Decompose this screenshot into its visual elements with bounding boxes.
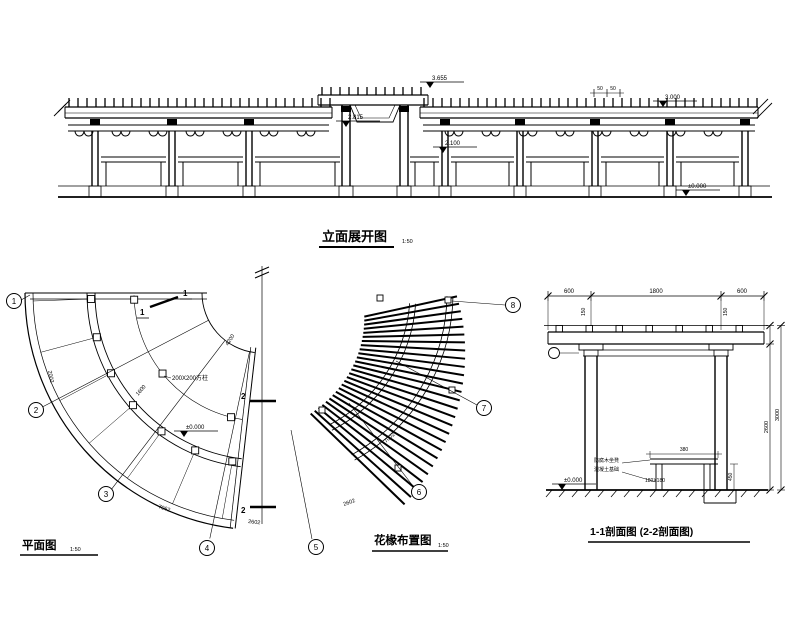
axis-marker-label: 6 — [417, 488, 422, 497]
plan-dim-outer-arc: 2002 — [46, 370, 54, 383]
section-mark-1: 1 — [140, 308, 145, 317]
column-square — [87, 295, 96, 303]
rafter-dim-arc-b: 2602 — [343, 498, 357, 508]
axis-marker-label: 8 — [511, 301, 516, 310]
column-square — [376, 294, 384, 302]
level-gate-beam: 2.815 — [336, 115, 380, 127]
column-square — [157, 427, 166, 436]
column-square — [444, 296, 452, 304]
level-beam-top-label: 3.000 — [665, 95, 681, 101]
axis-marker-7: 7 — [476, 400, 492, 416]
level-beam-bottom-label: 2.100 — [445, 141, 461, 147]
column-square — [227, 413, 235, 422]
rafter-plan-view: 7002 2602 — [290, 294, 506, 540]
section-mark-2: 2 — [241, 392, 246, 401]
plan-title: 平面图 — [22, 538, 57, 552]
rafter-square — [615, 325, 623, 333]
section-dim-top: 600 — [737, 289, 748, 295]
axis-marker-4: 4 — [199, 540, 215, 556]
plan-dim-bottom-arc-b: 2602 — [248, 519, 261, 526]
column-square — [130, 295, 139, 304]
axis-marker-6: 6 — [411, 484, 427, 500]
section-mark-2: 2 — [241, 506, 246, 515]
column-square — [158, 369, 167, 378]
axis-marker-label: 3 — [104, 490, 109, 499]
plan-view: 1 1 2 2 2002 4200 1600 7062 2602 200X200方柱 ±0.000 — [20, 266, 276, 539]
section-dim-post: 150 — [581, 307, 587, 316]
rafter-square — [675, 325, 683, 333]
column-square — [318, 406, 326, 414]
axis-marker-label: 2 — [34, 406, 39, 415]
axis-marker-5: 5 — [308, 539, 324, 555]
section-mark-1: 1 — [183, 289, 188, 298]
plan-level-label: ±0.000 — [186, 425, 205, 431]
axis-marker-1: 1 — [6, 293, 22, 309]
rafter-plan-title-scale: 1:50 — [438, 543, 449, 549]
section-title: 1-1剖面图 (2-2剖面图) — [590, 525, 693, 538]
column-square — [128, 401, 137, 410]
level-gate-top: 3.655 — [420, 76, 464, 88]
drawing-titles: 立面展开图 1:50 平面图 1:50 花椽布置图 1:50 1-1剖面图 (2… — [20, 229, 750, 556]
plan-dim-radial-a: 4200 — [225, 334, 237, 348]
bench-height-dim: 450 — [728, 472, 734, 481]
material-note: 混凝土基础 — [594, 466, 619, 473]
plan-level: ±0.000 — [174, 425, 218, 437]
rafter-square — [585, 325, 593, 333]
level-ground: ±0.000 — [676, 184, 720, 196]
plan-dim-radial-b: 1600 — [135, 384, 148, 397]
rafter-square — [705, 325, 713, 333]
elevation-title-scale: 1:50 — [402, 239, 413, 245]
section-dim-right: 2600 — [764, 421, 770, 433]
rafter-plan-title: 花椽布置图 — [374, 533, 432, 547]
level-beam-top: 3.000 — [653, 95, 697, 107]
column-note: 200X200方柱 — [172, 374, 208, 382]
section-dim-top: 1800 — [649, 289, 663, 295]
level-ground-label: ±0.000 — [688, 184, 707, 190]
axis-marker-label: 5 — [314, 543, 319, 552]
bench-width-dim: 380 — [680, 447, 689, 453]
column-square — [394, 464, 402, 472]
axis-marker-3: 3 — [98, 486, 114, 502]
rafter-square — [645, 325, 653, 333]
level-gate-top-label: 3.655 — [432, 76, 448, 82]
section-dim-right: 3000 — [775, 409, 781, 421]
section-level-label: ±0.000 — [564, 478, 583, 484]
rafter-spacing-dim: 50 — [597, 86, 603, 92]
column-square — [107, 369, 115, 378]
axis-marker-label: 4 — [205, 544, 210, 553]
plan-dim-bottom-arc-a: 7062 — [157, 504, 171, 513]
level-beam-bottom: 2.100 — [433, 141, 477, 153]
column-square — [92, 333, 101, 342]
plan-title-scale: 1:50 — [70, 547, 81, 553]
column-square — [228, 457, 237, 466]
axis-markers: 1 2 3 4 5 6 7 8 — [6, 293, 521, 556]
axis-marker-label: 1 — [12, 297, 17, 306]
material-note: 防腐木坐凳 — [594, 457, 619, 464]
elevation-title: 立面展开图 — [322, 229, 387, 244]
axis-marker-2: 2 — [28, 402, 44, 418]
section-dim-post: 150 — [723, 307, 729, 316]
column-square — [191, 446, 200, 455]
elevation-view: 50 50 3.655 3.000 2.815 2.100 ±0.000 — [53, 76, 773, 198]
detail-callout — [548, 347, 560, 359]
level-gate-beam-label: 2.815 — [348, 115, 364, 121]
rafter-spacing-dim: 50 — [610, 86, 616, 92]
section-level: ±0.000 — [552, 478, 596, 490]
axis-marker-8: 8 — [505, 297, 521, 313]
rafter-square — [735, 325, 743, 333]
bench-leg-dim: 180X180 — [645, 478, 665, 484]
rafter-square — [555, 325, 563, 333]
section-dim-top: 600 — [564, 289, 575, 295]
axis-marker-label: 7 — [482, 404, 487, 413]
rafter-dim-arc-a: 7002 — [383, 432, 396, 445]
